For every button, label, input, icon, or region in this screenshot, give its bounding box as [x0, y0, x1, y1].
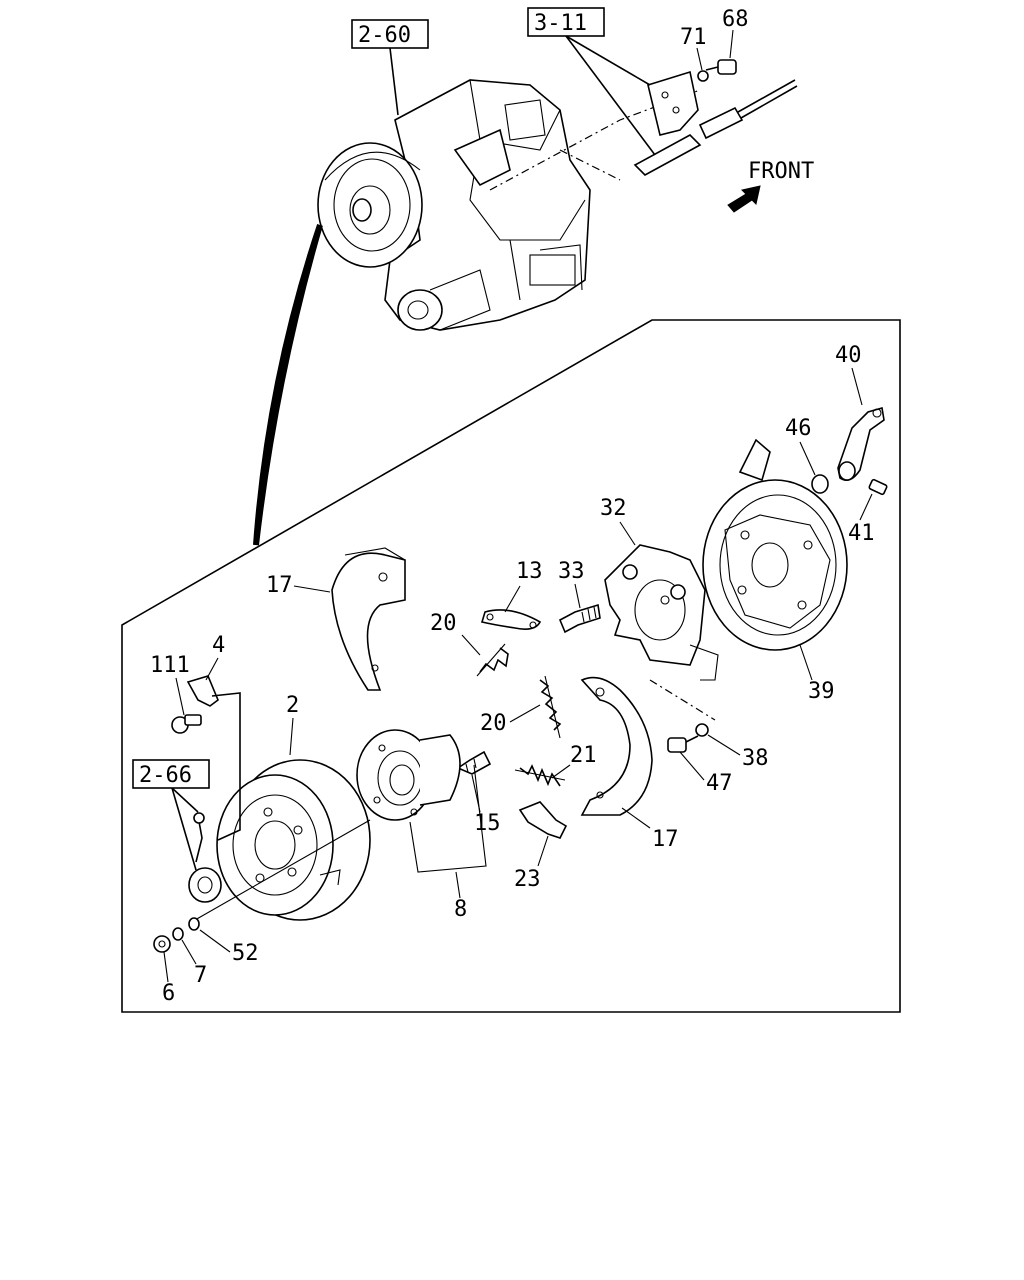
callout-47: 47 — [706, 771, 733, 796]
bolt-47 — [667, 735, 699, 753]
transmission-assembly — [317, 79, 701, 331]
washer-38 — [695, 723, 709, 737]
callout-40: 40 — [835, 343, 862, 368]
callout-111: 111 — [150, 653, 190, 678]
callout-32: 32 — [600, 496, 627, 521]
lever-40 — [837, 406, 885, 481]
callout-38: 38 — [742, 746, 769, 771]
callout-8: 8 — [454, 897, 467, 922]
ref-3-11: 3-11 — [534, 11, 587, 36]
callout-17-top: 17 — [266, 573, 293, 598]
front-arrow — [727, 185, 761, 213]
nut-6 — [153, 935, 171, 953]
bolt-111 — [171, 714, 202, 734]
clip-4 — [186, 675, 219, 707]
callout-6: 6 — [162, 981, 175, 1006]
washer-7 — [172, 927, 184, 941]
callout-33: 33 — [558, 559, 585, 584]
ref-box-2-66 — [132, 759, 210, 789]
cotter-pin — [193, 812, 205, 863]
link-13 — [480, 609, 542, 630]
callout-21: 21 — [570, 743, 597, 768]
detail-frame — [121, 319, 901, 1013]
callout-13: 13 — [516, 559, 543, 584]
callout-15: 15 — [474, 811, 501, 836]
pin-33 — [558, 603, 601, 634]
washer-71 — [697, 70, 709, 82]
callout-52: 52 — [232, 941, 259, 966]
callout-2: 2 — [286, 693, 299, 718]
brake-shoe-bottom — [580, 676, 653, 816]
front-label: FRONT — [748, 159, 814, 184]
callout-20-top: 20 — [430, 611, 457, 636]
callout-68: 68 — [722, 7, 749, 32]
cable-bracket — [647, 70, 699, 136]
callout-39: 39 — [808, 679, 835, 704]
bolt-68 — [705, 59, 737, 75]
connector-curve — [253, 224, 323, 546]
callout-4: 4 — [212, 633, 225, 658]
callout-17-bottom: 17 — [652, 827, 679, 852]
callout-23: 23 — [514, 867, 541, 892]
adjuster-23 — [518, 801, 568, 839]
spring-20-mid — [539, 675, 562, 739]
ref-2-66: 2-66 — [139, 763, 192, 788]
brake-cable — [633, 79, 798, 176]
plate-32 — [604, 544, 719, 721]
washer-46 — [811, 474, 829, 494]
spring-21 — [514, 764, 566, 787]
backing-plate-39 — [702, 438, 848, 651]
spring-20-top — [476, 643, 509, 677]
callout-41: 41 — [848, 521, 875, 546]
callout-71: 71 — [680, 25, 707, 50]
bolt-15 — [456, 750, 492, 775]
brake-shoe-top — [331, 547, 406, 691]
hub-8 — [356, 729, 461, 821]
callout-46: 46 — [785, 416, 812, 441]
pin-41 — [868, 478, 888, 496]
callout-20-mid: 20 — [480, 711, 507, 736]
washer-52 — [188, 917, 200, 931]
ref-2-60: 2-60 — [358, 23, 411, 48]
castle-nut — [188, 867, 222, 903]
callout-7: 7 — [194, 963, 207, 988]
